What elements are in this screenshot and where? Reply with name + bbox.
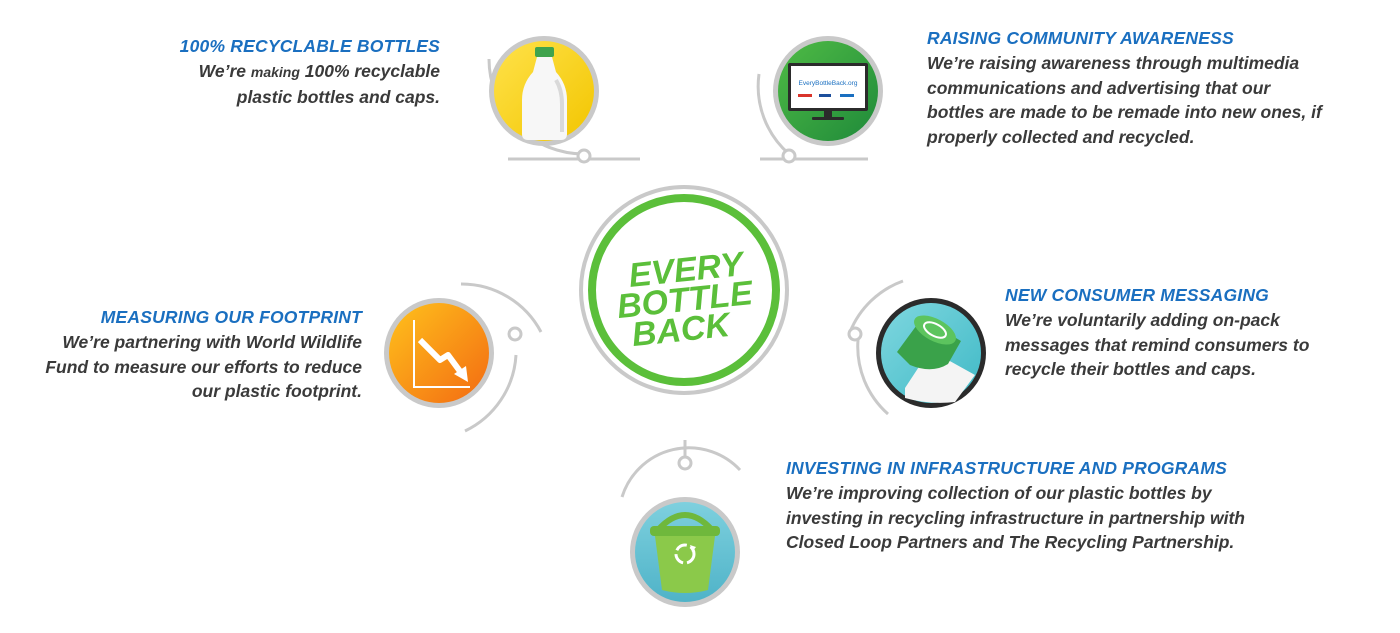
recyclable-desc: We’re making 100% recyclable plastic bot… xyxy=(80,59,440,109)
recyclable-desc-b: making xyxy=(250,64,300,80)
recyclable-desc-c: 100% recyclable plastic bottles and caps… xyxy=(236,61,440,107)
declining-chart-icon xyxy=(413,320,470,388)
node-measuring-footprint xyxy=(384,282,543,433)
block-measuring-footprint: MEASURING OUR FOOTPRINT We’re partnering… xyxy=(40,307,362,404)
monitor-icon: EveryBottleBack.org xyxy=(788,63,868,120)
block-recyclable-bottles: 100% RECYCLABLE BOTTLES We’re making 100… xyxy=(80,36,440,109)
footprint-desc: We’re partnering with World Wildlife Fun… xyxy=(45,332,362,401)
block-consumer-messaging: NEW CONSUMER MESSAGING We’re voluntarily… xyxy=(1005,285,1315,382)
recycling-bin-icon xyxy=(650,512,720,593)
recyclable-desc-a: We’re xyxy=(198,61,251,81)
bottle-icon xyxy=(522,47,567,140)
infrastructure-desc: We’re improving collection of our plasti… xyxy=(786,483,1245,552)
node-infrastructure xyxy=(620,440,742,607)
bottle-cap-icon xyxy=(897,315,975,403)
footprint-title: MEASURING OUR FOOTPRINT xyxy=(100,307,362,327)
node-consumer-messaging xyxy=(847,279,986,416)
recyclable-title: 100% RECYCLABLE BOTTLES xyxy=(179,36,440,56)
infrastructure-title: INVESTING IN INFRASTRUCTURE AND PROGRAMS xyxy=(786,458,1227,478)
center-badge: EVERY BOTTLE BACK xyxy=(579,185,789,395)
block-community-awareness: RAISING COMMUNITY AWARENESS We’re raisin… xyxy=(927,28,1327,149)
node-community-awareness: EveryBottleBack.org xyxy=(756,36,883,164)
awareness-title: RAISING COMMUNITY AWARENESS xyxy=(927,28,1234,48)
block-infrastructure: INVESTING IN INFRASTRUCTURE AND PROGRAMS… xyxy=(786,458,1286,555)
messaging-desc: We’re voluntarily adding on-pack message… xyxy=(1005,310,1310,379)
awareness-desc: We’re raising awareness through multimed… xyxy=(927,53,1322,147)
messaging-title: NEW CONSUMER MESSAGING xyxy=(1005,285,1269,305)
monitor-screen-text: EveryBottleBack.org xyxy=(799,80,858,87)
node-recyclable-bottles xyxy=(487,36,640,164)
